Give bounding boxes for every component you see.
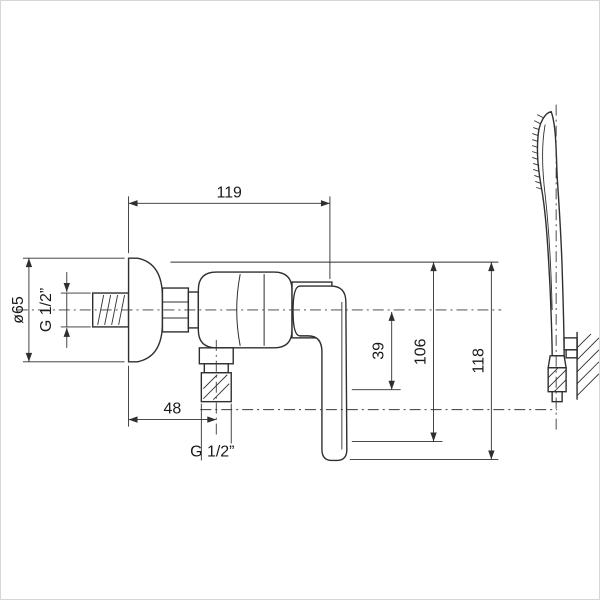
hand-shower-highlight xyxy=(542,124,553,310)
dim-106-label: 106 xyxy=(413,338,430,365)
centerlines xyxy=(16,104,558,436)
dimension-39: 39 xyxy=(351,311,401,391)
dimension-118: 118 xyxy=(170,261,499,460)
shower-mixer-body xyxy=(91,257,348,462)
dimension-119: 119 xyxy=(128,184,331,280)
hose-connector xyxy=(547,355,567,403)
dim-outlet-thread-label: G 1/2” xyxy=(190,443,234,460)
dim-48-label: 48 xyxy=(164,401,182,418)
dimension-diameter-65: ø65 xyxy=(10,257,125,363)
dimension-inlet-thread: G 1/2” xyxy=(38,272,91,348)
wall-bracket xyxy=(563,337,578,359)
hand-shower-handle xyxy=(536,110,565,357)
valve-body xyxy=(197,271,293,349)
dimension-106: 106 xyxy=(351,262,443,442)
dim-119-label: 119 xyxy=(217,184,243,201)
spray-face-teeth xyxy=(532,114,544,190)
lever-handle xyxy=(292,285,348,462)
hand-shower xyxy=(532,110,599,403)
dim-39-label: 39 xyxy=(371,342,388,360)
dim-diameter-label: ø65 xyxy=(10,296,27,324)
wall-section xyxy=(576,331,599,400)
dim-118-label: 118 xyxy=(470,348,487,374)
dim-inlet-thread-label: G 1/2” xyxy=(38,288,55,332)
dimension-outlet-thread: G 1/2” xyxy=(190,403,234,460)
